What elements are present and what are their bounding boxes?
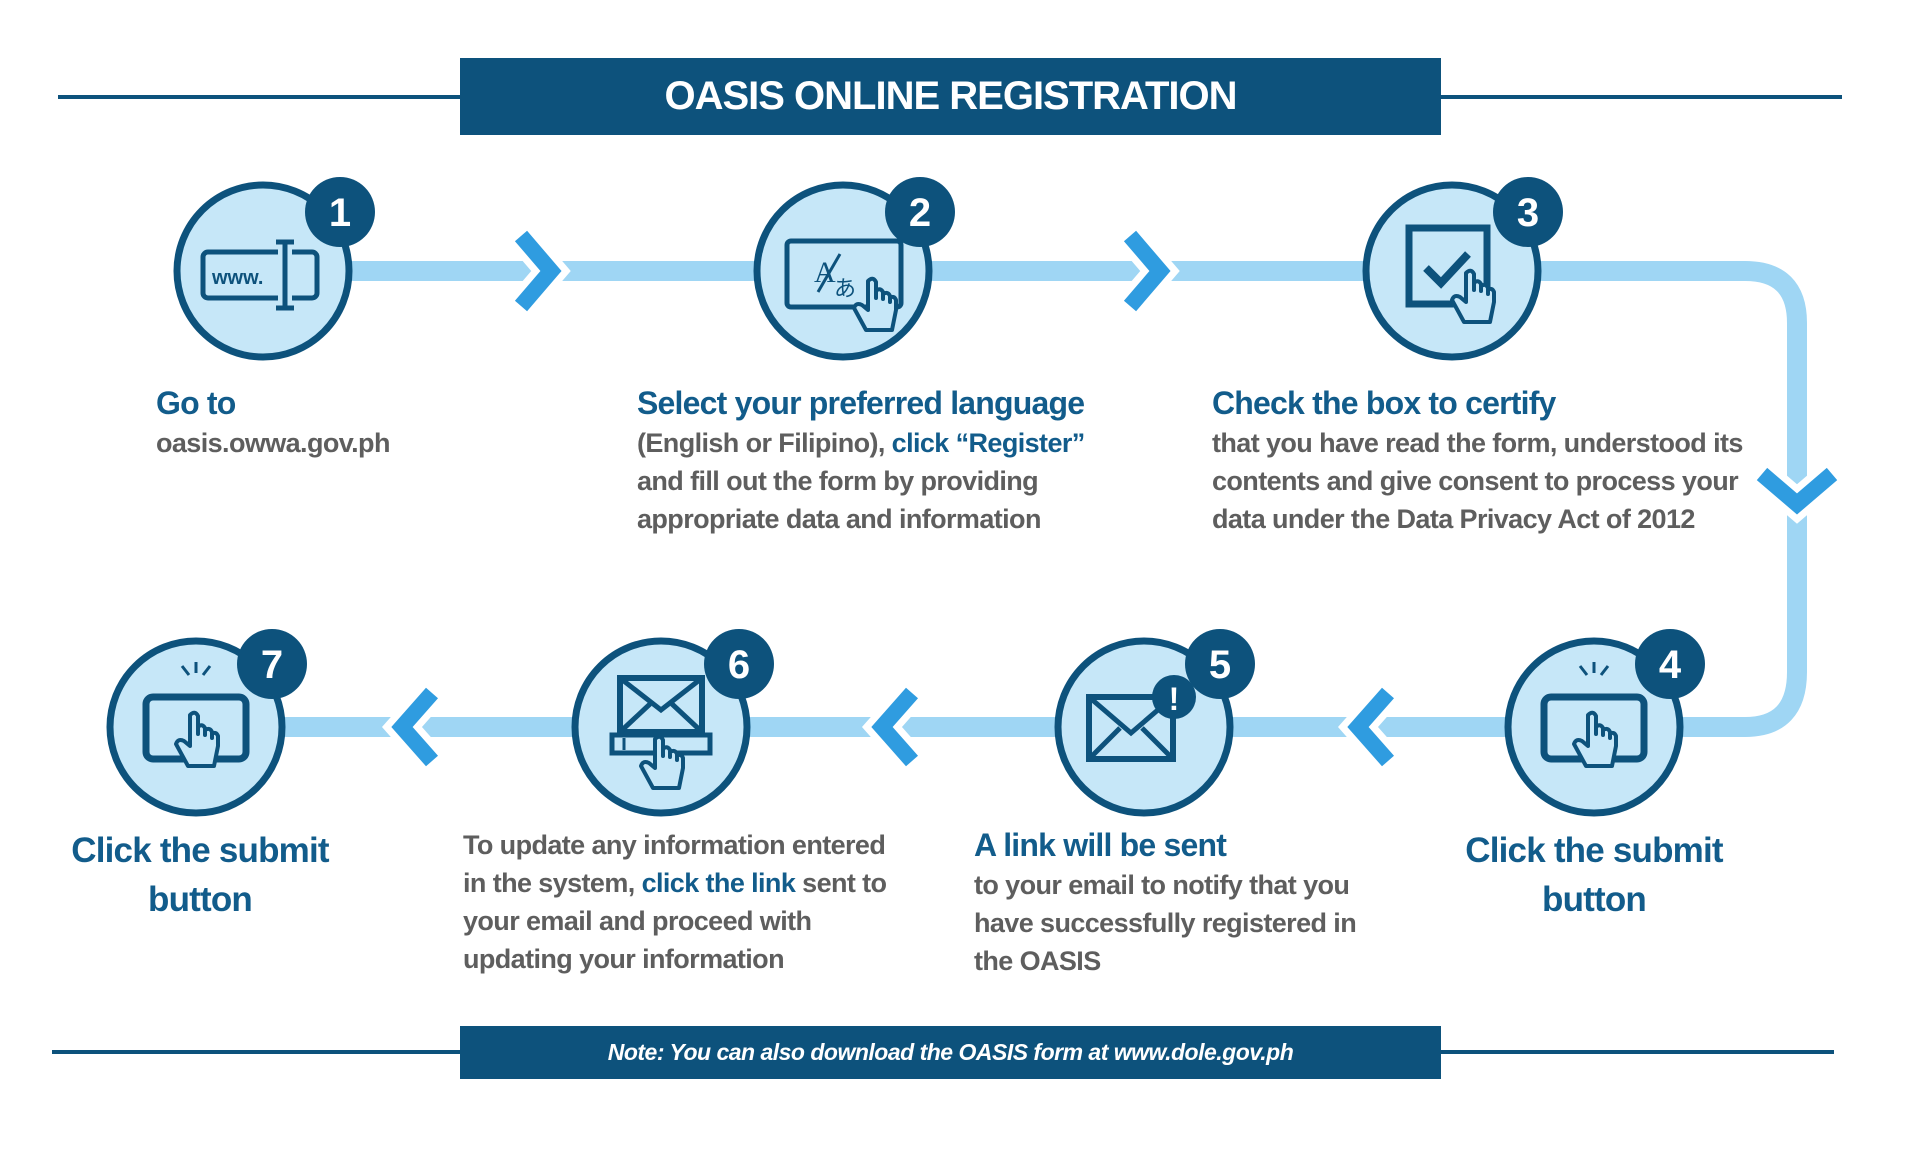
step-4-number-badge: 4 xyxy=(1635,629,1705,699)
step-3-line-1: that you have read the form, understood … xyxy=(1212,428,1743,458)
step-2-heading: Select your preferred language xyxy=(637,385,1085,421)
language-select-icon: A あ xyxy=(784,238,904,332)
step-6-text: To update any information entered in the… xyxy=(463,826,887,978)
step-5-circle: ! xyxy=(1054,637,1234,817)
click-link-highlight: click the link xyxy=(641,868,796,898)
step-5-number-badge: 5 xyxy=(1185,629,1255,699)
step-2-number-badge: 2 xyxy=(885,177,955,247)
step-2-line-1-text: (English or Filipino), xyxy=(637,428,892,458)
step-5-line-3: the OASIS xyxy=(974,946,1101,976)
register-highlight: click “Register” xyxy=(891,428,1086,458)
checkbox-certify-icon xyxy=(1405,224,1496,324)
step-4-heading-line-1: Click the submit xyxy=(1465,831,1723,870)
step-7-number-badge: 7 xyxy=(237,629,307,699)
step-3-circle xyxy=(1362,181,1542,361)
email-alert-icon: ! xyxy=(1086,675,1196,762)
chevron-down-icon xyxy=(1756,467,1838,515)
step-7-heading-line-2: button xyxy=(147,880,253,919)
svg-text:www.: www. xyxy=(211,267,263,289)
step-7-text: Click the submit button xyxy=(60,826,340,924)
chevron-left-icon xyxy=(391,687,438,767)
step-number: 3 xyxy=(1517,191,1539,235)
step-2-line-2: and fill out the form by providing xyxy=(637,466,1039,496)
step-2-line-1: (English or Filipino), click “Register” xyxy=(637,424,1085,462)
step-3-line-3: data under the Data Privacy Act of 2012 xyxy=(1212,504,1695,534)
step-number: 7 xyxy=(261,643,283,687)
chevron-left-icon xyxy=(1347,687,1394,767)
step-5-line-2: have successfully registered in xyxy=(974,908,1357,938)
page-title: OASIS ONLINE REGISTRATION xyxy=(460,58,1441,135)
step-number: 4 xyxy=(1659,643,1682,687)
step-7-circle xyxy=(106,637,286,817)
step-5-line-1: to your email to notify that you xyxy=(974,870,1350,900)
step-4-heading-line-2: button xyxy=(1541,880,1647,919)
step-5-heading: A link will be sent xyxy=(974,827,1227,863)
step-3-line-2: contents and give consent to process you… xyxy=(1212,466,1739,496)
step-6-line-3: your email and proceed with xyxy=(463,906,812,936)
step-3-heading: Check the box to certify xyxy=(1212,385,1556,421)
chevron-left-icon xyxy=(871,687,918,767)
step-4-circle xyxy=(1504,637,1684,817)
step-5-text: A link will be sent to your email to not… xyxy=(974,824,1357,980)
chevron-right-icon xyxy=(1123,230,1171,312)
step-1-text: Go to oasis.owwa.gov.ph xyxy=(156,382,390,462)
step-1-heading: Go to xyxy=(156,385,236,421)
step-2-line-3: appropriate data and information xyxy=(637,504,1041,534)
svg-text:!: ! xyxy=(1169,681,1180,717)
step-3-text: Check the box to certify that you have r… xyxy=(1212,382,1743,538)
chevron-right-icon xyxy=(514,230,562,312)
step-number: 1 xyxy=(329,191,351,235)
web-address-icon xyxy=(200,239,320,311)
step-6-number-badge: 6 xyxy=(704,629,774,699)
submit-tap-icon xyxy=(142,662,250,768)
step-number: 5 xyxy=(1209,643,1231,687)
step-4-text: Click the submit button xyxy=(1454,826,1734,924)
step-6-circle xyxy=(571,637,751,817)
step-3-number-badge: 3 xyxy=(1493,177,1563,247)
step-1-circle: www. xyxy=(173,181,353,361)
step-6-line-4: updating your information xyxy=(463,944,785,974)
step-6-line-2: in the system, click the link sent to xyxy=(463,864,887,902)
step-7-heading-line-1: Click the submit xyxy=(71,831,329,870)
download-note: Note: You can also download the OASIS fo… xyxy=(460,1026,1441,1079)
svg-text:あ: あ xyxy=(834,277,856,302)
step-6-line-1: To update any information entered xyxy=(463,830,886,860)
email-link-icon xyxy=(609,675,713,790)
step-6-line-2-post: sent to xyxy=(795,868,887,898)
svg-text:A: A xyxy=(814,256,836,289)
step-number: 2 xyxy=(909,191,931,235)
step-2-text: Select your preferred language (English … xyxy=(637,382,1085,538)
step-number: 6 xyxy=(728,643,750,687)
step-1-line: oasis.owwa.gov.ph xyxy=(156,428,390,458)
step-1-number-badge: 1 xyxy=(305,177,375,247)
step-6-line-2-pre: in the system, xyxy=(463,868,642,898)
step-2-circle: A あ xyxy=(753,181,933,361)
submit-tap-icon xyxy=(1540,662,1648,768)
